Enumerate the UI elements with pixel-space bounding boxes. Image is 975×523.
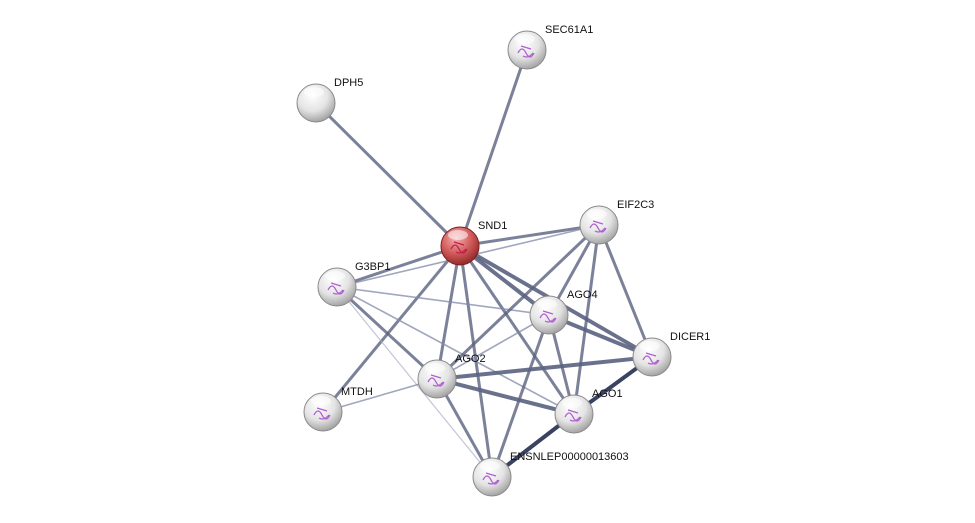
edge-snd1-mtdh[interactable] bbox=[321, 245, 462, 413]
protein-structure-icon bbox=[427, 374, 445, 387]
node-ensnlep00000013603[interactable]: ENSNLEP00000013603 bbox=[472, 451, 629, 497]
edge-g3bp1-ago4[interactable] bbox=[336, 286, 550, 316]
node-label: MTDH bbox=[341, 386, 373, 398]
edge-eif2c3-ago2[interactable] bbox=[435, 223, 601, 381]
node-label: SND1 bbox=[478, 220, 507, 232]
protein-structure-icon bbox=[313, 407, 331, 420]
edge-eif2c3-dicer1[interactable] bbox=[597, 224, 654, 358]
node-label: EIF2C3 bbox=[617, 199, 654, 211]
node-label: AGO1 bbox=[592, 388, 623, 400]
node-ago1[interactable]: AGO1 bbox=[554, 388, 623, 434]
protein-structure-icon bbox=[517, 45, 535, 58]
node-label: DICER1 bbox=[670, 331, 710, 343]
node-label: ENSNLEP00000013603 bbox=[510, 451, 629, 463]
protein-structure-icon bbox=[564, 409, 582, 422]
node-label: DPH5 bbox=[334, 77, 363, 89]
node-ago2[interactable]: AGO2 bbox=[417, 353, 486, 399]
edge-snd1-g3bp1[interactable] bbox=[336, 244, 461, 289]
node-label: AGO4 bbox=[567, 289, 598, 301]
edge-snd1-ago2[interactable] bbox=[435, 245, 462, 380]
node-highlight bbox=[325, 271, 345, 281]
node-ago4[interactable]: AGO4 bbox=[529, 289, 598, 335]
node-highlight bbox=[304, 87, 324, 97]
edge-g3bp1-ago2[interactable] bbox=[335, 285, 439, 381]
protein-structure-icon bbox=[450, 241, 468, 254]
edge-ago4-ago2[interactable] bbox=[436, 314, 550, 380]
edge-eif2c3-ago1[interactable] bbox=[572, 224, 601, 415]
node-label: SEC61A1 bbox=[545, 24, 593, 36]
edge-g3bp1-ensnlep00000013603[interactable] bbox=[336, 286, 493, 478]
node-eif2c3[interactable]: EIF2C3 bbox=[579, 199, 654, 245]
node-highlight bbox=[448, 230, 468, 240]
edge-ago2-ago1[interactable] bbox=[436, 377, 575, 416]
node-g3bp1[interactable]: G3BP1 bbox=[317, 261, 390, 307]
node-sec61a1[interactable]: SEC61A1 bbox=[507, 24, 593, 70]
protein-structure-icon bbox=[482, 472, 500, 485]
node-highlight bbox=[587, 209, 607, 219]
edge-dicer1-ago2[interactable] bbox=[436, 355, 653, 381]
edge-snd1-eif2c3[interactable] bbox=[459, 223, 600, 248]
edge-ago2-mtdh[interactable] bbox=[322, 378, 438, 413]
node-highlight bbox=[537, 299, 557, 309]
protein-structure-icon bbox=[642, 352, 660, 365]
node-highlight bbox=[311, 396, 331, 406]
edge-snd1-ago1[interactable] bbox=[458, 245, 576, 415]
protein-structure-icon bbox=[539, 310, 557, 323]
node-dph5[interactable]: DPH5 bbox=[296, 77, 363, 123]
protein-structure-icon bbox=[589, 220, 607, 233]
node-mtdh[interactable]: MTDH bbox=[303, 386, 373, 432]
node-snd1[interactable]: SND1 bbox=[440, 220, 507, 266]
edge-ago4-ensnlep00000013603[interactable] bbox=[490, 314, 551, 478]
protein-structure-icon bbox=[327, 282, 345, 295]
node-dicer1[interactable]: DICER1 bbox=[632, 331, 710, 377]
node-highlight bbox=[562, 398, 582, 408]
edge-g3bp1-ago1[interactable] bbox=[336, 286, 575, 415]
node-highlight bbox=[425, 363, 445, 373]
node-highlight bbox=[515, 34, 535, 44]
edge-snd1-dph5[interactable] bbox=[314, 101, 462, 248]
node-highlight bbox=[480, 461, 500, 471]
edge-snd1-sec61a1[interactable] bbox=[458, 49, 529, 247]
node-label: G3BP1 bbox=[355, 261, 390, 273]
node-highlight bbox=[640, 341, 660, 351]
node-label: AGO2 bbox=[455, 353, 486, 365]
